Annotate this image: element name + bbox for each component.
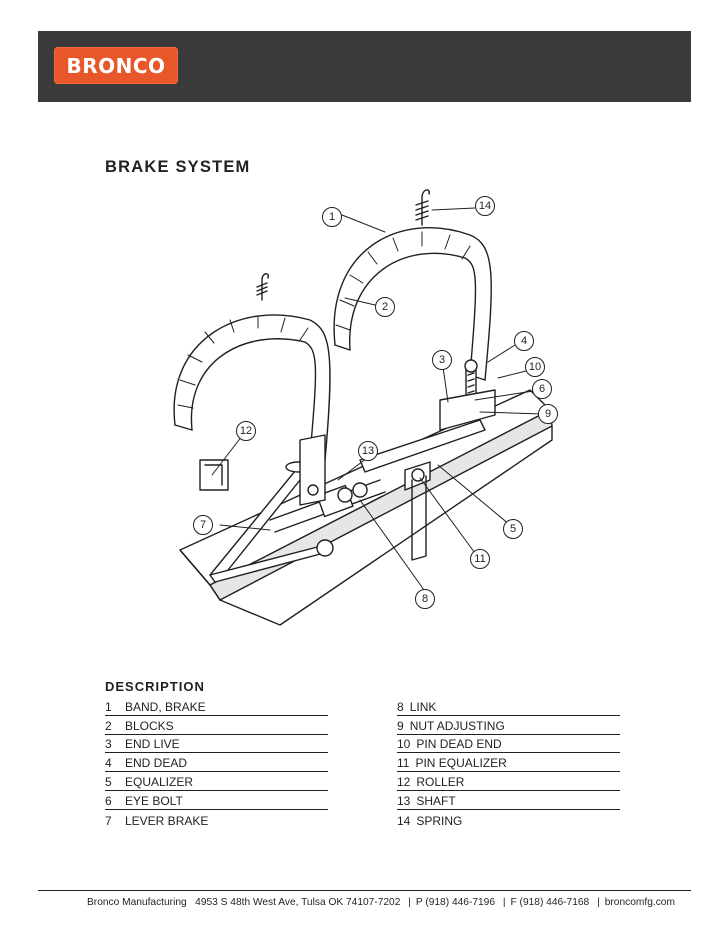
callout-8: 8 <box>415 589 435 609</box>
footer-company: Bronco Manufacturing <box>87 897 187 908</box>
list-item: 7 LEVER BRAKE <box>105 810 328 829</box>
list-item: 1 BAND, BRAKE <box>105 697 328 716</box>
part-label: EQUALIZER <box>125 774 194 789</box>
brake-illustration <box>173 189 553 626</box>
part-label: BLOCKS <box>125 718 174 733</box>
part-label: EYE BOLT <box>125 793 183 808</box>
callout-4: 4 <box>514 331 534 351</box>
page-title: BRAKE SYSTEM <box>105 158 251 176</box>
description-heading: DESCRIPTION <box>105 679 205 694</box>
callout-6: 6 <box>532 379 552 399</box>
header-bar: BRONCO <box>38 31 691 102</box>
callout-2: 2 <box>375 297 395 317</box>
callout-3: 3 <box>432 350 452 370</box>
logo-text: BRONCO <box>66 53 166 78</box>
callout-7: 7 <box>193 515 213 535</box>
callout-11: 11 <box>470 549 490 569</box>
parts-list-right: 8 LINK 9 NUT ADJUSTING 10 PIN DEAD END 11 PI… <box>397 697 620 829</box>
part-number: 4 <box>105 756 112 771</box>
list-item: 12 ROLLER <box>397 772 620 791</box>
callout-1: 1 <box>322 207 342 227</box>
part-number: 2 <box>105 718 112 733</box>
part-number: 5 <box>105 774 112 789</box>
part-number: 8 <box>397 699 404 714</box>
footer-address: 4953 S 48th West Ave, Tulsa OK 74107-720… <box>195 897 401 908</box>
part-number: 6 <box>105 793 112 808</box>
part-label: BAND, BRAKE <box>125 699 206 714</box>
part-number: 3 <box>105 737 112 752</box>
list-item: 8 LINK <box>397 697 620 716</box>
footer-website-link[interactable]: broncomfg.com <box>604 897 675 908</box>
callout-12: 12 <box>236 421 256 441</box>
callout-14: 14 <box>475 196 495 216</box>
part-label: PIN DEAD END <box>416 737 502 752</box>
footer-fax: F (918) 446-7168 <box>510 897 590 908</box>
part-number: 12 <box>397 774 411 789</box>
part-label: END DEAD <box>125 756 188 771</box>
list-item: 6 EYE BOLT <box>105 791 328 810</box>
list-item: 3 END LIVE <box>105 735 328 754</box>
list-item: 13 SHAFT <box>397 791 620 810</box>
footer-phone: P (918) 446-7196 <box>415 897 495 908</box>
parts-list-left: 1 BAND, BRAKE 2 BLOCKS 3 END LIVE 4 END DEAD… <box>105 697 328 829</box>
list-item: 10 PIN DEAD END <box>397 735 620 754</box>
footer-separator: | <box>597 897 600 908</box>
part-number: 9 <box>397 718 404 733</box>
bronco-logo: BRONCO <box>54 47 178 84</box>
list-item: 9 NUT ADJUSTING <box>397 716 620 735</box>
footer-separator: | <box>408 897 411 908</box>
part-label: LINK <box>409 699 437 714</box>
part-number: 13 <box>397 793 411 808</box>
list-item: 11 PIN EQUALIZER <box>397 753 620 773</box>
callout-9: 9 <box>538 404 558 424</box>
callout-13: 13 <box>358 441 378 461</box>
brake-system-diagram: 1 2 3 4 5 6 7 8 9 10 11 12 13 14 <box>150 180 590 630</box>
callout-10: 10 <box>525 357 545 377</box>
part-number: 11 <box>397 756 410 771</box>
list-item: 4 END DEAD <box>105 753 328 773</box>
callout-5: 5 <box>503 519 523 539</box>
part-label: ROLLER <box>416 774 465 789</box>
part-label: LEVER BRAKE <box>125 813 209 828</box>
part-label: SPRING <box>416 813 463 828</box>
part-label: PIN EQUALIZER <box>415 756 507 771</box>
part-label: END LIVE <box>125 737 180 752</box>
list-item: 14 SPRING <box>397 810 620 829</box>
list-item: 2 BLOCKS <box>105 716 328 735</box>
part-number: 10 <box>397 737 411 752</box>
footer-separator: | <box>502 897 506 908</box>
footer-divider <box>38 890 691 891</box>
list-item: 5 EQUALIZER <box>105 772 328 791</box>
footer: Bronco Manufacturing 4953 S 48th West Av… <box>87 897 675 908</box>
part-number: 1 <box>105 699 112 714</box>
part-label: NUT ADJUSTING <box>409 718 505 733</box>
part-number: 14 <box>397 813 411 828</box>
part-label: SHAFT <box>416 793 456 808</box>
part-number: 7 <box>105 813 112 828</box>
